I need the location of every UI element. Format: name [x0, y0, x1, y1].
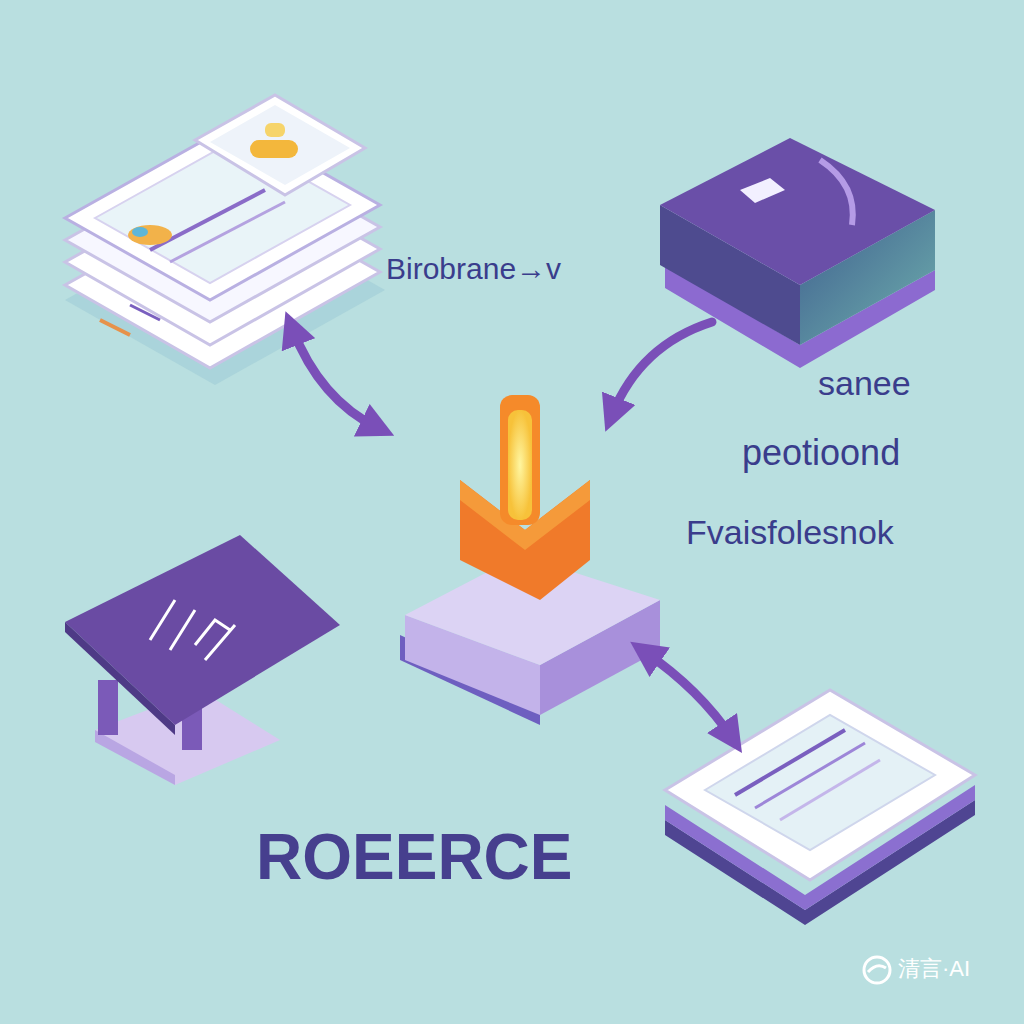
purple-box — [660, 138, 935, 368]
tray-device — [665, 690, 975, 925]
caption-text: Birobrane→v — [386, 252, 561, 285]
watermark: 清言·AI — [898, 957, 970, 981]
pedestal-arrow — [400, 395, 660, 725]
purple-table — [65, 535, 340, 785]
side-label: peotioond — [742, 433, 900, 473]
caption-text-slot: Birobrane→v — [386, 252, 561, 285]
side-label-slot: peotioond — [742, 433, 900, 473]
heading-text: ROEERCE — [256, 822, 573, 892]
side-label: Fvaisfolesnok — [686, 514, 894, 551]
side-label-slot: Fvaisfolesnok — [686, 514, 894, 551]
tray-stack — [65, 95, 385, 385]
watermark-logo — [864, 957, 890, 983]
heading-text-slot: ROEERCE — [256, 822, 573, 892]
side-label: sanee — [818, 365, 911, 402]
watermark-slot: 清言·AI — [898, 957, 970, 981]
side-label-slot: sanee — [818, 365, 911, 402]
flow-arrows — [292, 322, 732, 738]
